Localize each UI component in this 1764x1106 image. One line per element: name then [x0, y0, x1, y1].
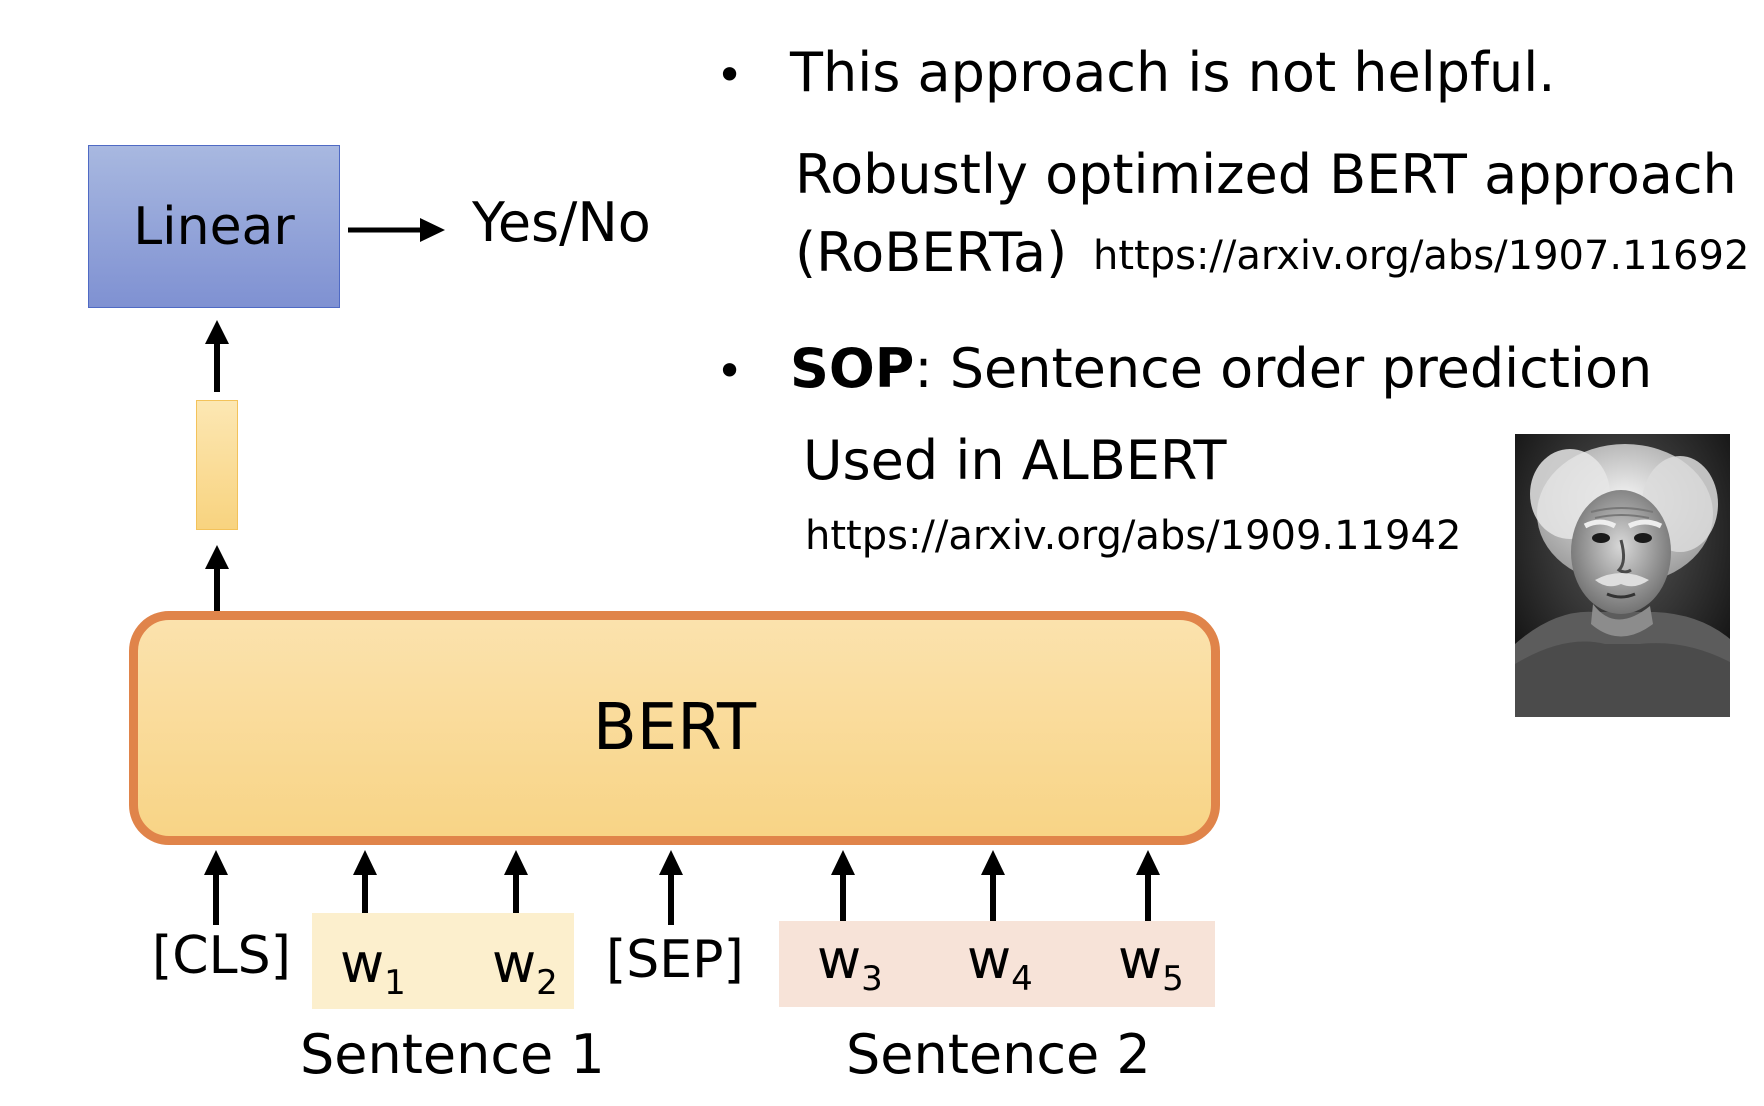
token-w2-base: w — [492, 932, 537, 995]
token-w1-base: w — [340, 932, 385, 995]
token-w3-sub: 3 — [861, 959, 883, 999]
token-w5-base: w — [1118, 928, 1163, 991]
arrow-w2-to-bert — [504, 850, 528, 915]
arrow-w4-to-bert — [981, 850, 1005, 925]
portrait-photo — [1515, 434, 1730, 717]
arrow-w1-to-bert — [353, 850, 377, 915]
token-sep: [SEP] — [606, 930, 744, 990]
roberta-url[interactable]: https://arxiv.org/abs/1907.11692 — [1093, 233, 1750, 279]
token-w5: w5 — [1118, 933, 1184, 999]
arrow-sep-to-bert — [659, 850, 683, 925]
roberta-line1: Robustly optimized BERT approach — [795, 143, 1737, 206]
token-w4-sub: 4 — [1011, 959, 1033, 999]
linear-label: Linear — [133, 196, 295, 257]
bert-label: BERT — [592, 691, 757, 765]
output-label: Yes/No — [472, 191, 651, 254]
arrow-w3-to-bert — [831, 850, 855, 925]
linear-layer-box: Linear — [88, 145, 340, 308]
token-w4: w4 — [967, 933, 1033, 999]
sop-text: SOP: Sentence order prediction — [790, 342, 1652, 396]
arrow-vector-to-linear — [205, 320, 229, 392]
bullet-1: • — [716, 48, 744, 102]
token-w1: w1 — [340, 937, 406, 1003]
cls-output-vector — [196, 400, 238, 530]
sop-bold: SOP — [790, 337, 915, 400]
bert-model-box: BERT — [129, 611, 1220, 845]
sop-rest: : Sentence order prediction — [914, 337, 1653, 400]
arrow-cls-to-bert — [204, 850, 228, 925]
arrow-bert-to-vector — [205, 545, 229, 617]
token-w1-sub: 1 — [384, 963, 406, 1003]
sentence2-highlight — [779, 921, 1215, 1007]
sentence2-label: Sentence 2 — [846, 1023, 1151, 1086]
arrow-linear-to-output — [348, 218, 445, 242]
token-cls: [CLS] — [152, 926, 291, 986]
token-w5-sub: 5 — [1162, 959, 1184, 999]
sentence1-label: Sentence 1 — [300, 1023, 605, 1086]
token-w2-sub: 2 — [536, 963, 558, 1003]
token-w3-base: w — [817, 928, 862, 991]
portrait-drawing — [1515, 434, 1730, 717]
albert-url[interactable]: https://arxiv.org/abs/1909.11942 — [805, 513, 1462, 559]
albert-line: Used in ALBERT — [803, 429, 1227, 492]
token-w4-base: w — [967, 928, 1012, 991]
roberta-line2: (RoBERTa) — [795, 221, 1068, 284]
token-w2: w2 — [492, 937, 558, 1003]
arrow-w5-to-bert — [1136, 850, 1160, 925]
bullet1-text: This approach is not helpful. — [790, 41, 1556, 104]
sentence1-highlight — [312, 913, 574, 1009]
token-w3: w3 — [817, 933, 883, 999]
bullet-2: • — [716, 344, 744, 398]
